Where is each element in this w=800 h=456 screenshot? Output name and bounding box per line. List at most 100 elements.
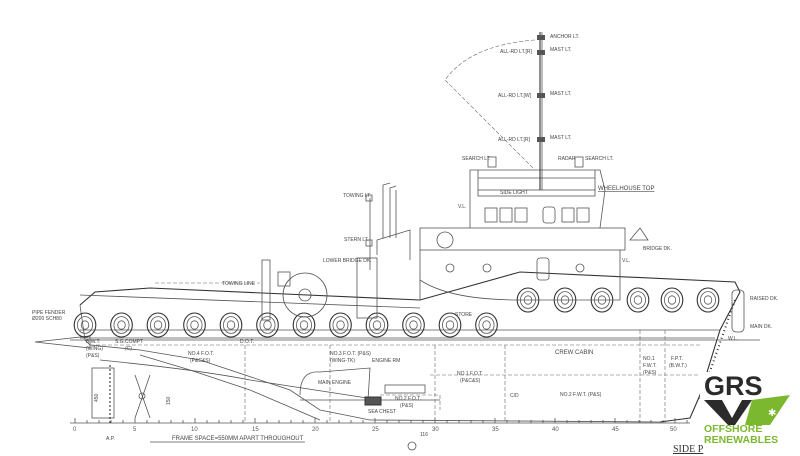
svg-text:450: 450: [94, 393, 100, 402]
svg-text:V.L.: V.L.: [458, 204, 466, 210]
svg-text:(C): (C): [125, 346, 132, 352]
tick-label: 5: [133, 427, 137, 433]
svg-text:F.P.T.: F.P.T.: [671, 356, 683, 362]
svg-text:STORE: STORE: [455, 312, 473, 318]
tick-label: 25: [372, 427, 379, 433]
svg-text:C/D: C/D: [510, 393, 519, 399]
tick-label: 50: [670, 427, 677, 433]
tyre-fender: [183, 312, 206, 338]
ap-label: A.P.: [106, 436, 115, 442]
svg-text:RAISED DK.: RAISED DK.: [750, 296, 778, 302]
frame-space-note: FRAME SPACE=550MM APART THROUGHOUT: [150, 436, 305, 443]
svg-text:NO.3 F.O.T. (P&S): NO.3 F.O.T. (P&S): [330, 351, 371, 357]
svg-text:MAST LT.: MAST LT.: [550, 135, 572, 141]
svg-text:FRAME SPACE=550MM APART THROUG: FRAME SPACE=550MM APART THROUGHOUT: [172, 436, 304, 442]
mast: [444, 32, 584, 190]
deck-labels: WHEELHOUSE TOP BRIDGE DK. LOWER BRIDGE D…: [32, 186, 778, 342]
tyre-fender: [256, 312, 279, 338]
rudder-propeller: 450 150 116: [91, 365, 428, 451]
svg-text:MAIN ENGINE: MAIN ENGINE: [318, 380, 352, 386]
svg-text:ENGINE RM: ENGINE RM: [372, 358, 400, 364]
svg-text:NO.1 F.O.T.: NO.1 F.O.T.: [457, 371, 483, 377]
svg-text:Ø200 SCH80: Ø200 SCH80: [32, 316, 62, 322]
superstructure: [419, 169, 649, 301]
svg-text:TOWING LINE: TOWING LINE: [222, 281, 256, 287]
tick-label: 0: [73, 427, 77, 433]
frame-tick-labels: 0 5 10 15 20 25 30 35 40 45 50: [73, 427, 677, 433]
svg-text:116: 116: [420, 432, 428, 438]
svg-text:(WING): (WING): [86, 346, 103, 352]
svg-text:F.W.T.: F.W.T.: [643, 363, 657, 369]
svg-text:BRIDGE DK.: BRIDGE DK.: [643, 246, 672, 252]
tick-label: 40: [552, 427, 559, 433]
svg-text:(P&C&S): (P&C&S): [190, 358, 211, 364]
svg-text:(WING-TK): (WING-TK): [330, 358, 355, 364]
svg-text:(P&S): (P&S): [86, 353, 100, 359]
svg-text:NO.4 F.O.T.: NO.4 F.O.T.: [188, 351, 214, 357]
tyre-fender: [329, 312, 352, 338]
svg-text:ALL-RD LT.[R]: ALL-RD LT.[R]: [500, 49, 532, 55]
logo-line2: RENEWABLES: [704, 434, 778, 446]
svg-text:LOWER BRIDGE DK.: LOWER BRIDGE DK.: [323, 258, 372, 264]
hull: [34, 271, 760, 423]
svg-text:NO.2 F.O.T.: NO.2 F.O.T.: [395, 396, 421, 402]
bow-fender: [731, 289, 745, 333]
drawing-title: SIDE P: [673, 444, 704, 455]
svg-text:B.W.T.: B.W.T.: [86, 339, 100, 345]
engine-room: [299, 367, 441, 410]
svg-text:(P&S): (P&S): [643, 370, 657, 376]
tyre-fender: [110, 312, 133, 338]
svg-text:W.L.: W.L.: [728, 336, 738, 342]
svg-text:SEARCH LT.: SEARCH LT.: [462, 156, 491, 162]
tick-label: 35: [492, 427, 499, 433]
svg-text:SEA CHEST: SEA CHEST: [368, 409, 396, 415]
svg-text:MAIN DK.: MAIN DK.: [750, 324, 772, 330]
mast-labels: ANCHOR LT. MAST LT. MAST LT. MAST LT. AL…: [462, 34, 614, 196]
svg-text:TOWING LT.: TOWING LT.: [343, 193, 371, 199]
tick-label: 15: [252, 427, 259, 433]
tick-label: 45: [612, 427, 619, 433]
svg-text:ALL-RD LT.[W]: ALL-RD LT.[W]: [498, 93, 532, 99]
logo-line1: OFFSHORE: [704, 423, 762, 435]
tick-label: 20: [312, 427, 319, 433]
svg-text:D.O.T.: D.O.T.: [240, 339, 254, 345]
tyre-fender: [219, 312, 243, 338]
svg-text:MAST LT.: MAST LT.: [550, 47, 572, 53]
svg-text:NO.2 F.W.T. (P&S): NO.2 F.W.T. (P&S): [560, 392, 602, 398]
svg-text:(P&S): (P&S): [400, 403, 414, 409]
svg-text:(B.W.T.): (B.W.T.): [669, 363, 687, 369]
baseline: [70, 418, 690, 424]
svg-text:(P&C&S): (P&C&S): [460, 378, 481, 384]
tyre-fender: [146, 312, 170, 338]
svg-text:NO.1: NO.1: [643, 356, 655, 362]
svg-text:SIDE LIGHT: SIDE LIGHT: [500, 190, 528, 196]
grs-logo: GRS ✱ OFFSHORE RENEWABLES: [700, 371, 798, 446]
tyre-fender: [73, 312, 97, 338]
svg-text:ALL-RD LT.[R]: ALL-RD LT.[R]: [498, 137, 530, 143]
tyre-fender: [626, 287, 650, 313]
star-icon: ✱: [768, 408, 776, 419]
svg-text:STERN LT.: STERN LT.: [344, 237, 369, 243]
svg-text:V.L.: V.L.: [622, 258, 630, 264]
stack-and-stairs: [356, 182, 411, 319]
tyre-fender: [475, 312, 498, 338]
svg-text:CREW CABIN: CREW CABIN: [555, 350, 593, 356]
tyre-fender: [696, 287, 720, 313]
svg-text:SEARCH LT.: SEARCH LT.: [585, 156, 614, 162]
svg-text:150: 150: [166, 396, 172, 405]
tick-label: 10: [191, 427, 198, 433]
tyre-fender: [660, 287, 684, 313]
svg-text:RADAR: RADAR: [558, 156, 576, 162]
compartment-labels: B.W.T. (WING) (P&S) S.G.COMPT (C) NO.4 F…: [86, 312, 687, 415]
tick-label: 30: [432, 427, 439, 433]
towing-winch: [155, 259, 328, 321]
logo-name: GRS: [704, 371, 763, 401]
svg-text:MAST LT.: MAST LT.: [550, 91, 572, 97]
tyre-fender: [402, 312, 425, 338]
svg-text:ANCHOR LT.: ANCHOR LT.: [550, 34, 579, 40]
svg-text:PIPE FENDER: PIPE FENDER: [32, 310, 66, 316]
svg-text:S.G.COMPT: S.G.COMPT: [115, 339, 143, 345]
svg-text:WHEELHOUSE TOP: WHEELHOUSE TOP: [598, 186, 654, 192]
